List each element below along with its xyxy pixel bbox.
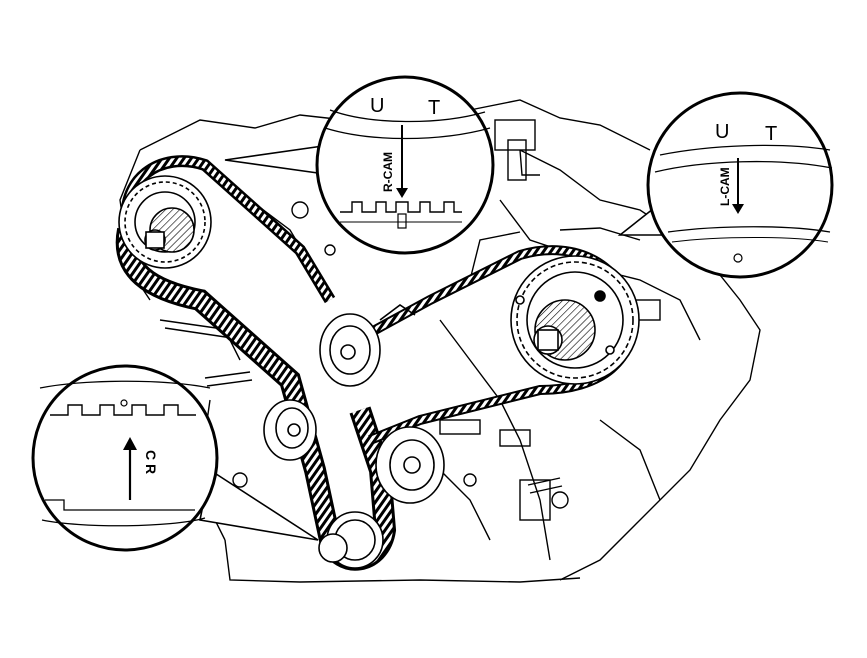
right-cam-mark-u: U xyxy=(370,95,384,117)
crank-label: C R xyxy=(143,450,159,474)
crankshaft-sprocket xyxy=(318,511,384,569)
upper-idler-pulley xyxy=(319,304,416,387)
callout-crank: C R xyxy=(31,364,319,552)
right-cam-label: R-CAM xyxy=(381,152,395,192)
right-cam-sprocket xyxy=(118,175,212,269)
tensioner-pulley xyxy=(263,399,317,461)
right-cam-mark-t: T xyxy=(428,97,440,119)
callout-left-cam: U T L-CAM xyxy=(617,91,834,279)
left-cam-mark-t: T xyxy=(765,123,777,145)
callout-right-cam: U T R-CAM xyxy=(224,75,495,255)
left-cam-sprocket xyxy=(510,255,640,385)
left-cam-label: L-CAM xyxy=(718,167,732,206)
left-cam-mark-u: U xyxy=(715,121,729,143)
lower-idler-pulley xyxy=(375,426,445,504)
